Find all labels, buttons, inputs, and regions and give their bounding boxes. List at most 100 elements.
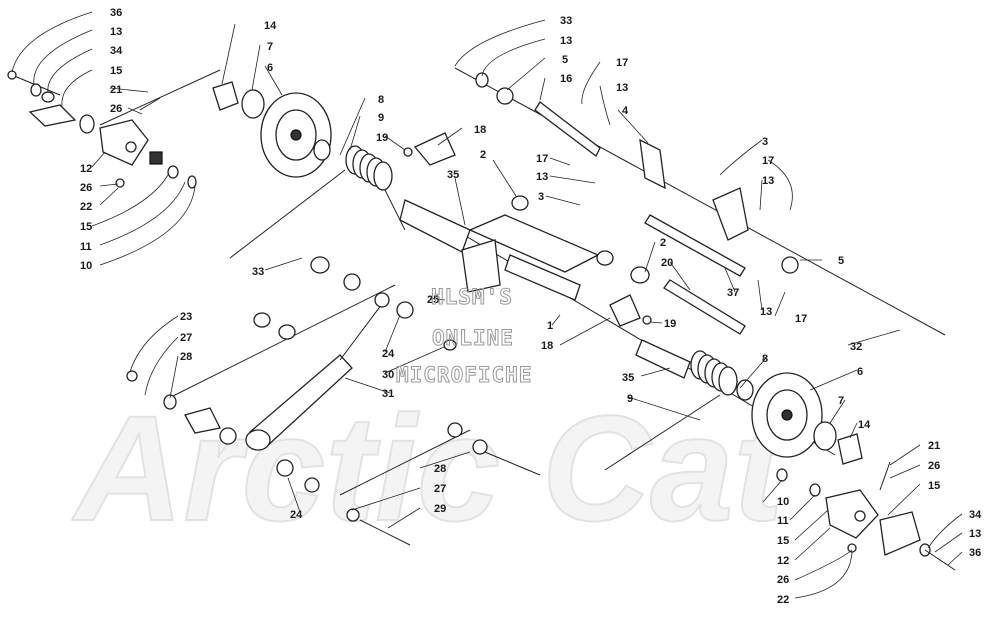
nut-11-right [809,483,821,497]
bushing-lower-left [163,394,177,410]
leader-line-left-top [99,69,221,126]
callout-label: 24 [290,509,303,521]
callout-labels: 36 13 34 15 21 26 12 26 22 15 11 10 14 7… [80,7,982,606]
washer-13-left [30,83,42,97]
bearing-7-top [241,89,265,119]
callout-label: 27 [180,332,192,344]
bushing-2-right [596,250,614,266]
bolt-head-left [7,70,17,80]
link-28-left [164,284,396,401]
wheel-axle-bottom [781,409,793,421]
washer-34-left [41,91,55,103]
plate-15-left [28,104,77,127]
bushing-27b-left [278,324,296,340]
callout-label: 28 [180,351,192,363]
callout-label: 10 [777,496,789,508]
bearing-7-bottom [813,421,837,451]
watermark-line-3: MICROFICHE [396,363,532,387]
callout-label: 8 [378,94,384,106]
bushing-27-bottom [304,477,320,493]
arm-hole-left [125,141,137,153]
callout-label: 22 [80,201,92,213]
callout-label: 31 [382,388,394,400]
washer-13-top [475,72,489,88]
brand-watermark: Arctic Cat [71,384,790,552]
callout-label: 18 [541,340,553,352]
callout-label: 34 [110,45,123,57]
bracket-4 [639,138,666,190]
callout-label: 22 [777,594,789,606]
ring-8-bottom [736,379,754,401]
link-28-bottom [339,429,471,496]
spacer-left [343,273,361,291]
nut-22-left [115,178,125,188]
bushing-left [79,114,95,134]
callout-label: 1 [547,320,553,332]
callout-label: 19 [664,318,676,330]
callout-label: 30 [382,369,394,381]
spacer-24-bottom [276,459,294,477]
callout-label: 15 [80,221,92,233]
arm-hole-right [854,510,866,522]
callout-label: 26 [110,103,122,115]
bolt-36-right [924,549,956,571]
callout-label: 2 [480,149,486,161]
callout-label: 3 [538,191,544,203]
shock-eye-bottom [245,429,271,451]
callout-label: 19 [376,132,388,144]
callout-label: 35 [447,169,459,181]
plate-15-right [879,511,921,556]
bolt-21-left [139,97,161,111]
spring-9-top [229,145,406,259]
callout-label: 5 [838,255,844,267]
callout-label: 4 [622,105,629,117]
callout-label: 17 [762,155,774,167]
watermark-line-2: ONLINE [432,326,514,350]
callout-label: 17 [795,313,807,325]
leader-lines [11,11,963,599]
callout-label: 7 [838,395,844,407]
callout-label: 37 [727,287,739,299]
callout-label: 15 [928,480,940,492]
callout-label: 13 [616,82,628,94]
callout-label: 6 [857,366,863,378]
callout-label: 6 [267,62,273,74]
callout-label: 13 [536,171,548,183]
bearing-14-bottom [837,433,863,465]
nut-22-right [847,543,857,553]
bushing-5-top [496,87,514,105]
arm-12-right [825,489,879,539]
callout-label: 2 [660,237,666,249]
callout-label: 28 [434,463,446,475]
wheel-axle-top [290,129,302,141]
watermark-line-1: HLSM'S [431,285,513,309]
callout-label: 5 [562,54,568,66]
callout-label: 15 [777,535,789,547]
rod-20 [663,279,746,335]
callout-label: 21 [928,440,940,452]
callout-label: 24 [382,348,395,360]
bushing-27-left [253,312,271,328]
callout-label: 18 [474,124,486,136]
bushing-shock-left [219,427,237,445]
bushing-center-2 [472,439,488,455]
callout-label: 13 [762,175,774,187]
bracket-4-right [712,187,749,241]
cross-tube [504,254,581,301]
callout-label: 11 [80,241,92,253]
cap-10-right [776,468,788,482]
callout-label: 29 [434,503,446,515]
shock-rod [339,299,386,361]
spacer-block [184,407,221,434]
washer-15-left2 [167,165,179,179]
shock-eye-top [374,292,390,308]
rod-37 [644,214,746,277]
bearing-14-top [212,81,239,111]
nut-19-bottom [642,315,652,325]
callout-label: 14 [858,419,871,431]
nut-19-top [403,147,413,157]
callout-label: 33 [560,15,572,27]
callout-label: 26 [777,574,789,586]
callout-label: 33 [252,266,264,278]
